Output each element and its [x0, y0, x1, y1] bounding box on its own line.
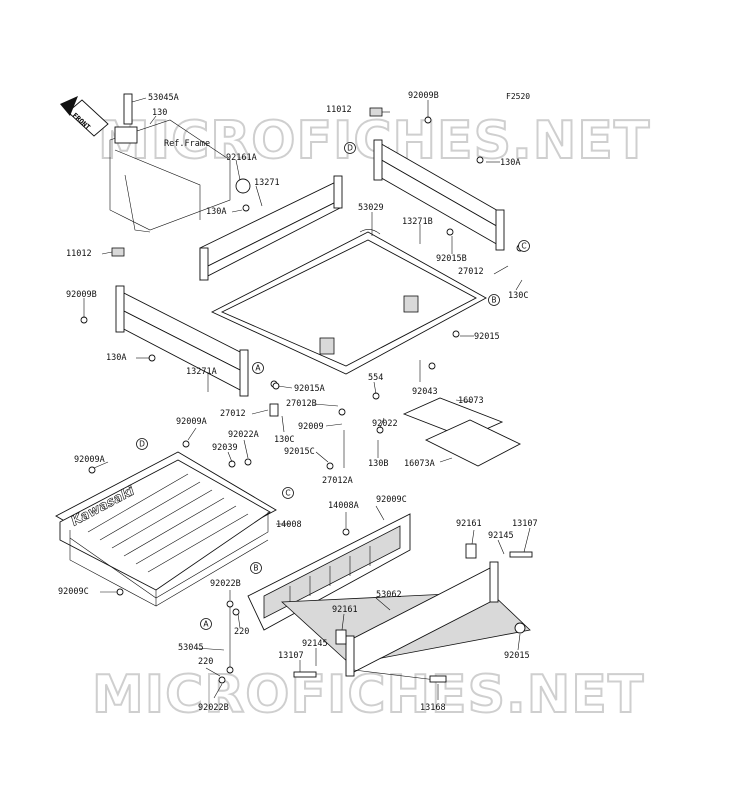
part-label: 130A	[500, 158, 520, 168]
callout-circles: D C B A D C B A	[136, 142, 530, 630]
callout-d-2: D	[136, 438, 148, 450]
part-label: 220	[234, 627, 249, 637]
part-label: 92009	[298, 422, 324, 432]
cable-53045	[218, 600, 240, 684]
callout-d-1: D	[344, 142, 356, 154]
watermark-bottom: MICROFICHES.NET	[92, 665, 644, 725]
part-label: 92015A	[294, 384, 325, 394]
part-label: 130	[152, 108, 167, 118]
part-label: 92161A	[226, 153, 257, 163]
part-label: 92145	[488, 531, 514, 541]
part-label: 16073	[458, 396, 484, 406]
part-label: 92022	[372, 419, 398, 429]
part-label: 92009B	[408, 91, 439, 101]
part-label: 130A	[206, 207, 226, 217]
part-label: 11012	[66, 249, 92, 259]
part-label: 92009A	[74, 455, 105, 465]
part-label: 92009B	[66, 290, 97, 300]
part-label: 130C	[274, 435, 294, 445]
part-label: 92161	[332, 605, 358, 615]
part-label: 130B	[368, 459, 388, 469]
svg-text:C: C	[521, 242, 526, 251]
part-label: 53029	[358, 203, 384, 213]
svg-text:C: C	[285, 489, 290, 498]
part-label: 92145	[302, 639, 328, 649]
svg-text:B: B	[491, 296, 496, 305]
svg-text:A: A	[203, 620, 209, 629]
callout-c-2: C	[282, 487, 294, 499]
callout-a-1: A	[252, 362, 264, 374]
part-label: 92015C	[284, 447, 315, 457]
svg-text:D: D	[347, 144, 353, 153]
fasteners	[80, 107, 524, 596]
part-label: 220	[198, 657, 213, 667]
part-label: 27012	[458, 267, 484, 277]
leader-lines	[83, 97, 531, 700]
part-label: 13107	[512, 519, 538, 529]
part-label: 16073A	[404, 459, 435, 469]
part-label: 53045	[178, 643, 204, 653]
part-label: 14008A	[328, 501, 359, 511]
callout-a-2: A	[200, 618, 212, 630]
part-label: 554	[368, 373, 383, 383]
side-panel-13271B	[373, 139, 505, 251]
part-label: 53062	[376, 590, 402, 600]
svg-text:D: D	[139, 440, 145, 449]
part-label: 92161	[456, 519, 482, 529]
cargo-liner-14008: Kawasaki	[55, 451, 277, 607]
part-label: 92009C	[376, 495, 407, 505]
part-label: 92009A	[176, 417, 207, 427]
part-label: 13168	[420, 703, 446, 713]
cap-icon	[235, 178, 251, 194]
part-label: 13271	[254, 178, 280, 188]
part-label: 13271B	[402, 217, 433, 227]
part-label: 14008	[276, 520, 302, 530]
callout-b-1: B	[488, 294, 500, 306]
part-label: 13271A	[186, 367, 217, 377]
callout-c-1: C	[518, 240, 530, 252]
part-label: 53045A	[148, 93, 179, 103]
front-arrow-icon: FRONT	[60, 96, 109, 137]
callout-b-2: B	[250, 562, 262, 574]
part-label: 27012A	[322, 476, 353, 486]
ref-frame-label: Ref.Frame	[164, 139, 210, 149]
diagram-code: F2520	[506, 92, 530, 101]
svg-text:A: A	[255, 364, 261, 373]
deck-panel-53029	[210, 229, 487, 375]
part-label: 11012	[326, 105, 352, 115]
part-label: 92015B	[436, 254, 467, 264]
part-label: 130A	[106, 353, 126, 363]
side-panel-13271A	[115, 285, 249, 397]
part-label: 13107	[278, 651, 304, 661]
part-label: 92009C	[58, 587, 89, 597]
tailgate-liner-14008A	[247, 513, 411, 631]
part-label: 92015	[474, 332, 500, 342]
part-label: 92043	[412, 387, 438, 397]
part-label: 92022B	[210, 579, 241, 589]
frame-reference-sketch: Ref.Frame	[109, 93, 251, 233]
part-label: 92022B	[198, 703, 229, 713]
part-label: 27012	[220, 409, 246, 419]
part-label: 92015	[504, 651, 530, 661]
part-label: 92022A	[228, 430, 259, 440]
side-panel-13271	[199, 175, 343, 281]
mat-16073	[402, 397, 522, 467]
part-labels: 53045A 130 92161A 13271 130A 11012 92009…	[58, 91, 538, 713]
part-label: 27012B	[286, 399, 317, 409]
part-label: 130C	[508, 291, 528, 301]
svg-text:B: B	[253, 564, 258, 573]
tailgate-53062	[281, 543, 533, 683]
part-label: 92039	[212, 443, 238, 453]
